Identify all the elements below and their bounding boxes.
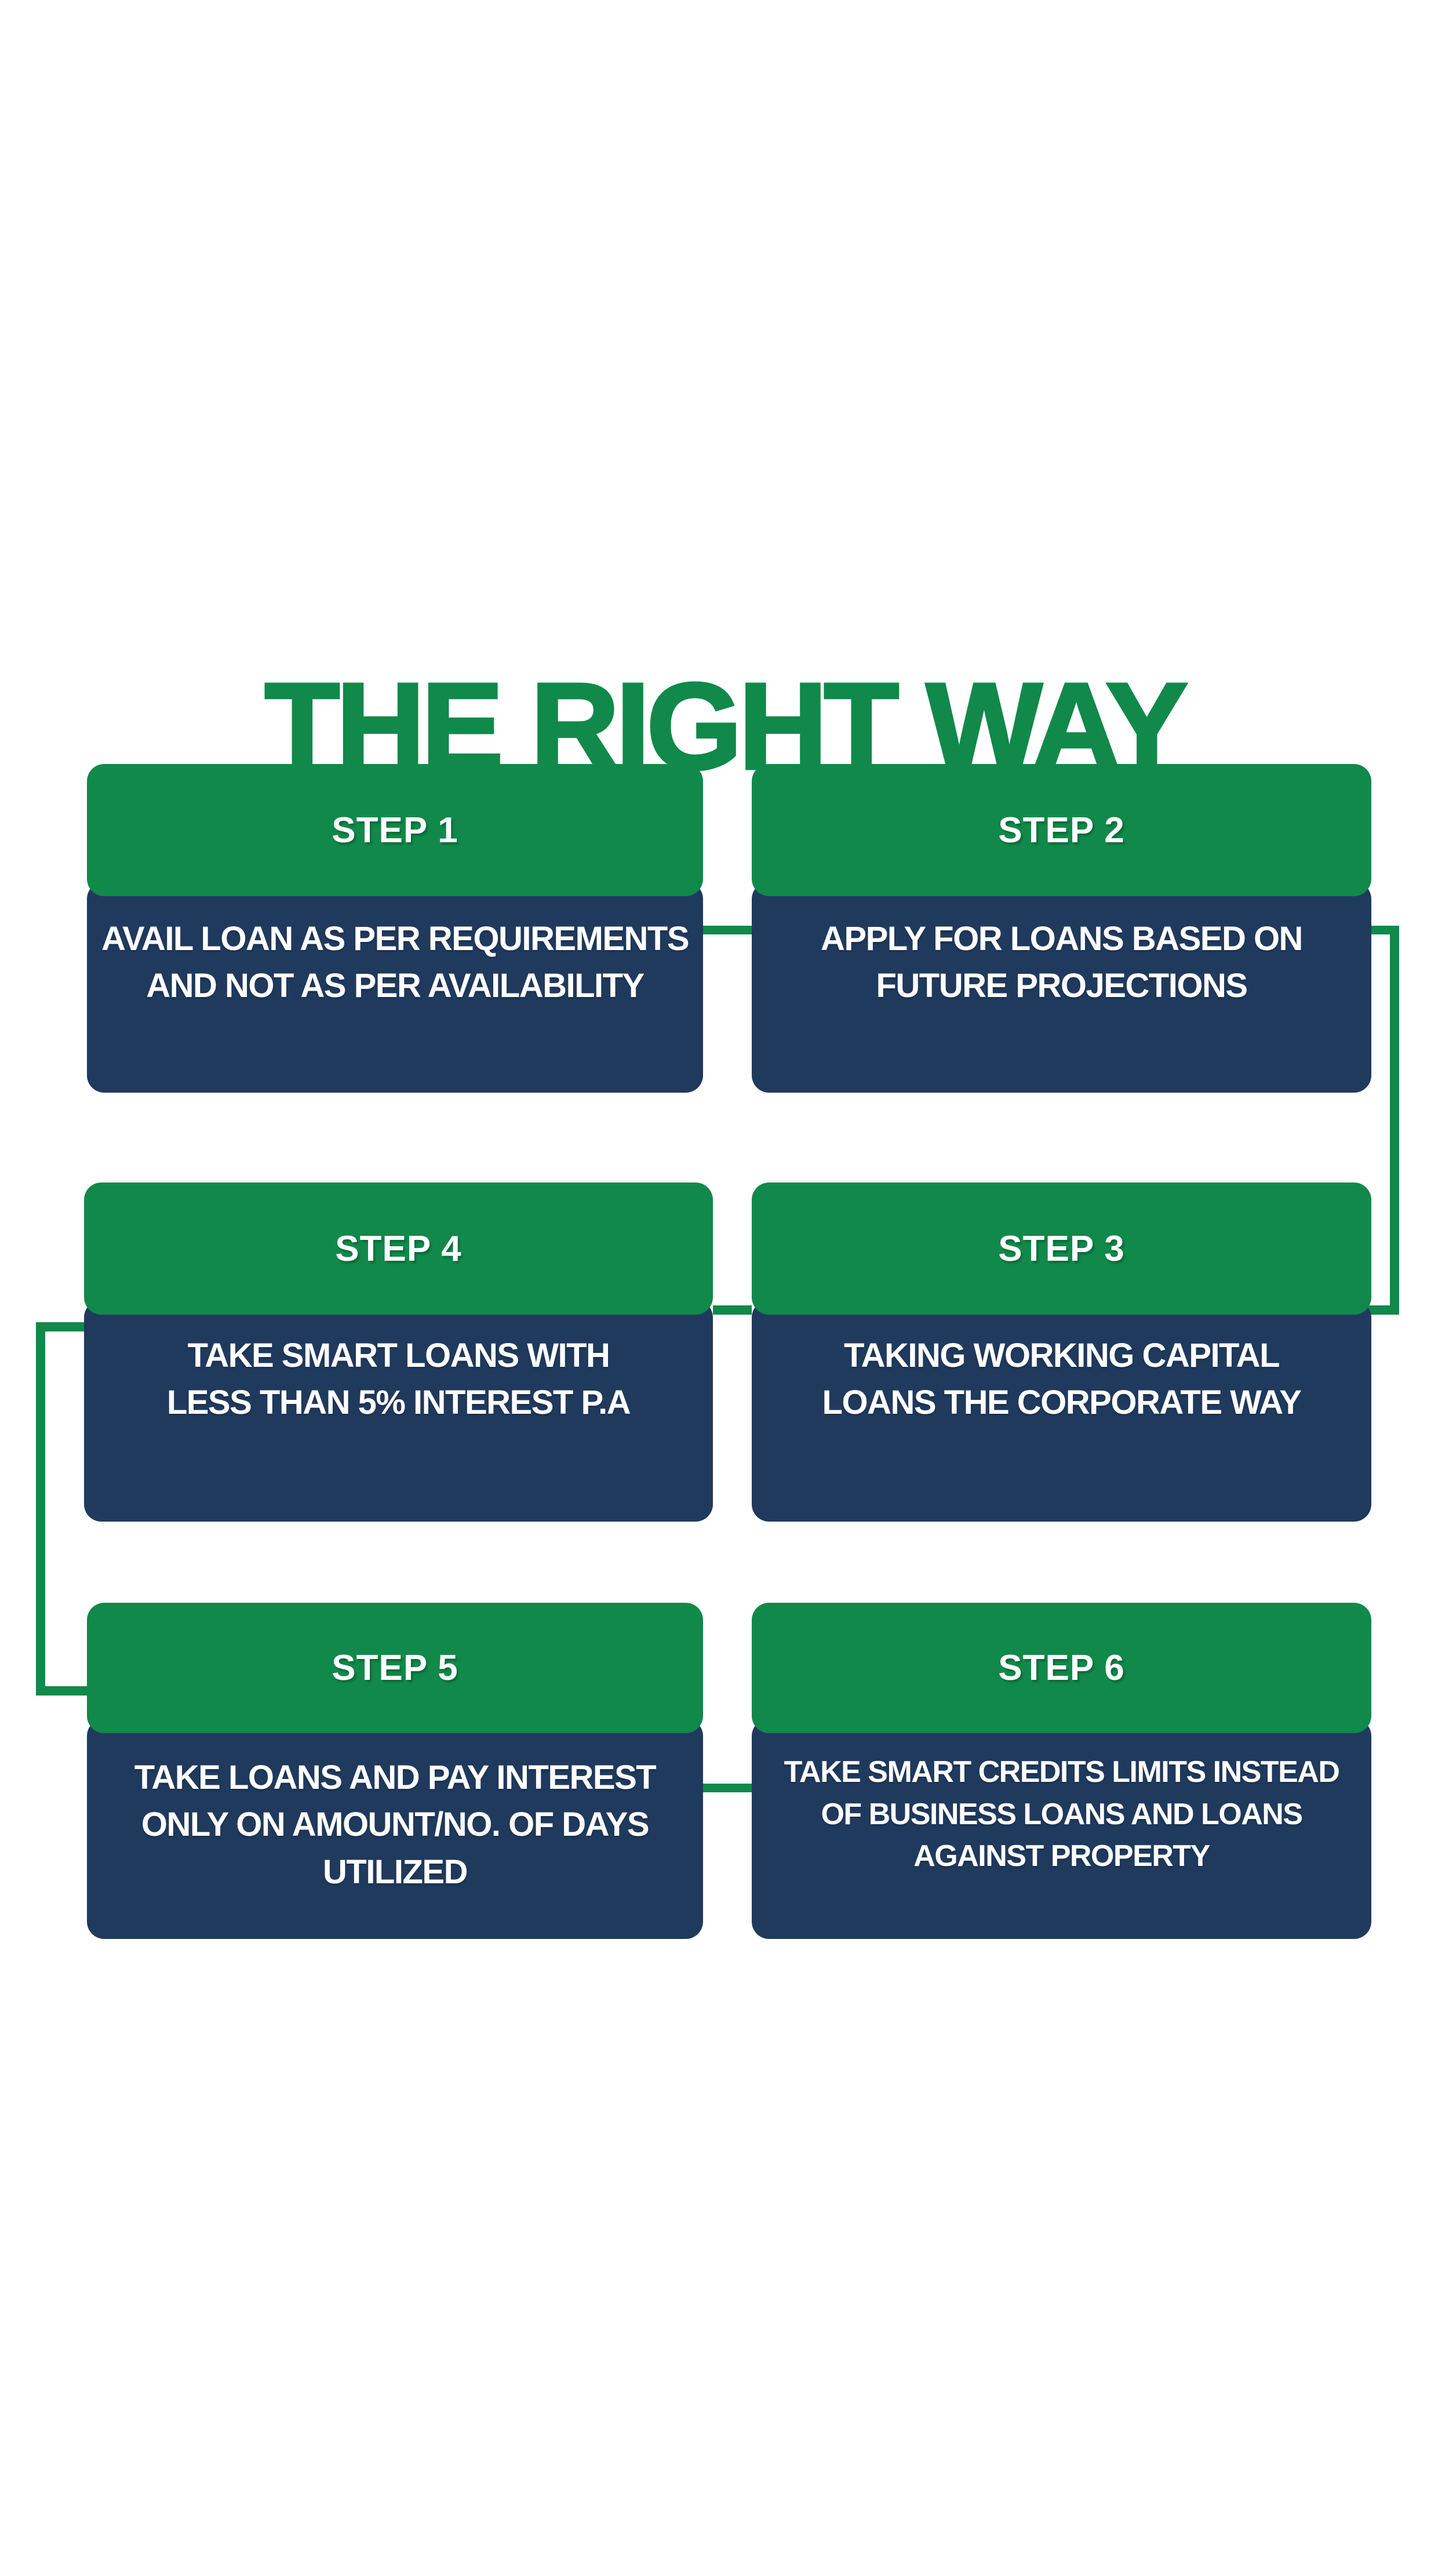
step-5-label: STEP 5 bbox=[332, 1648, 458, 1688]
step-6-header: STEP 6 bbox=[752, 1603, 1371, 1733]
step-3-header: STEP 3 bbox=[752, 1183, 1371, 1315]
connector-step3-step4-line bbox=[713, 1305, 752, 1315]
step-3-description: TAKING WORKING CAPITAL LOANS THE CORPORA… bbox=[822, 1336, 1302, 1421]
step-6-body: TAKE SMART CREDITS LIMITS INSTEAD OF BUS… bbox=[752, 1719, 1371, 1939]
step-card-5: TAKE LOANS AND PAY INTEREST ONLY ON AMOU… bbox=[87, 1603, 703, 1939]
step-6-description: TAKE SMART CREDITS LIMITS INSTEAD OF BUS… bbox=[784, 1755, 1340, 1873]
connector-step4-step5-segment-bottom bbox=[36, 1686, 94, 1695]
connector-step1-step2-line bbox=[703, 926, 752, 934]
step-1-description: AVAIL LOAN AS PER REQUIREMENTS AND NOT A… bbox=[101, 919, 690, 1005]
step-3-label: STEP 3 bbox=[998, 1228, 1125, 1269]
step-5-body: TAKE LOANS AND PAY INTEREST ONLY ON AMOU… bbox=[87, 1719, 703, 1939]
step-card-2: APPLY FOR LOANS BASED ON FUTURE PROJECTI… bbox=[752, 764, 1371, 1093]
step-4-description: TAKE SMART LOANS WITH LESS THAN 5% INTER… bbox=[166, 1336, 631, 1421]
step-2-label: STEP 2 bbox=[998, 810, 1125, 850]
step-2-body: APPLY FOR LOANS BASED ON FUTURE PROJECTI… bbox=[752, 882, 1371, 1093]
step-4-body: TAKE SMART LOANS WITH LESS THAN 5% INTER… bbox=[84, 1300, 713, 1522]
step-3-body: TAKING WORKING CAPITAL LOANS THE CORPORA… bbox=[752, 1300, 1371, 1522]
step-2-description: APPLY FOR LOANS BASED ON FUTURE PROJECTI… bbox=[821, 919, 1303, 1005]
connector-step4-step5-segment-vertical bbox=[36, 1322, 45, 1695]
step-1-body: AVAIL LOAN AS PER REQUIREMENTS AND NOT A… bbox=[87, 882, 703, 1093]
connector-step2-step3-segment-vertical bbox=[1390, 926, 1399, 1315]
step-2-header: STEP 2 bbox=[752, 764, 1371, 896]
step-card-6: TAKE SMART CREDITS LIMITS INSTEAD OF BUS… bbox=[752, 1603, 1371, 1939]
step-6-label: STEP 6 bbox=[998, 1648, 1125, 1688]
connector-step4-step5-segment-top bbox=[36, 1322, 88, 1331]
step-1-label: STEP 1 bbox=[332, 810, 458, 850]
step-card-4: TAKE SMART LOANS WITH LESS THAN 5% INTER… bbox=[84, 1183, 713, 1522]
step-card-3: TAKING WORKING CAPITAL LOANS THE CORPORA… bbox=[752, 1183, 1371, 1522]
connector-step2-step3-segment-bottom bbox=[1368, 1305, 1399, 1315]
step-1-header: STEP 1 bbox=[87, 764, 703, 896]
step-4-header: STEP 4 bbox=[84, 1183, 713, 1315]
step-4-label: STEP 4 bbox=[335, 1228, 462, 1269]
step-card-1: AVAIL LOAN AS PER REQUIREMENTS AND NOT A… bbox=[87, 764, 703, 1093]
step-5-header: STEP 5 bbox=[87, 1603, 703, 1733]
step-5-description: TAKE LOANS AND PAY INTEREST ONLY ON AMOU… bbox=[134, 1759, 657, 1891]
connector-step5-step6-line bbox=[703, 1784, 752, 1792]
